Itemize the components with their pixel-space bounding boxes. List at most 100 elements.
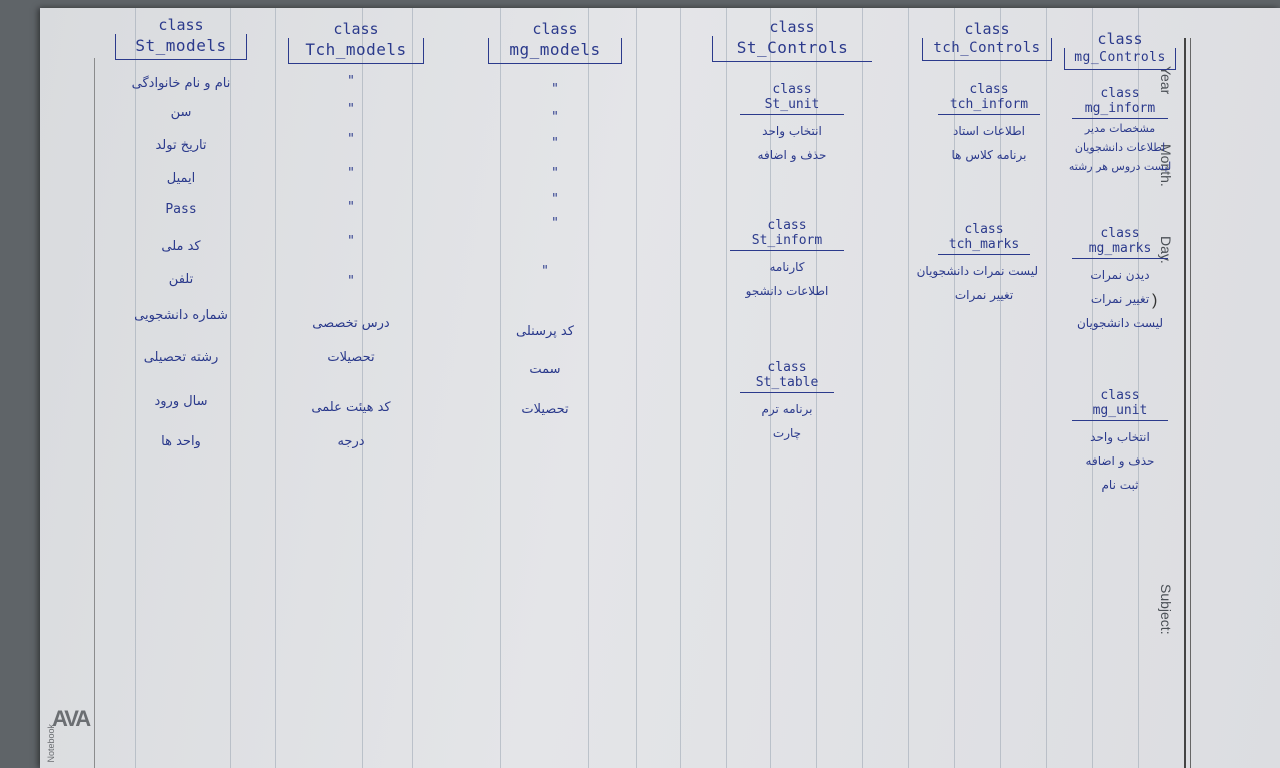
class-keyword: class xyxy=(769,18,815,36)
ruled-line xyxy=(412,8,413,768)
ruled-line xyxy=(230,8,231,768)
margin-line xyxy=(94,58,95,768)
method-list: مشخصات مدیر اطلاعات دانشجویان لیست دروس … xyxy=(1064,119,1176,176)
attribute-item: کد پرسنلی xyxy=(516,324,574,339)
column-tch-controls: class tch_Controls class tch_inform اطلا… xyxy=(917,20,1052,340)
subclass-mg-unit: class mg_unit انتخاب واحد حذف و اضافه ثب… xyxy=(1064,388,1176,497)
attribute-item: سن xyxy=(170,105,192,120)
ruled-line xyxy=(1000,8,1001,768)
column-mg-models: class mg_models " " " " " " " کد پرسنلی … xyxy=(488,20,622,440)
class-keyword: class xyxy=(333,20,379,38)
class-name-box: mg_Controls xyxy=(1064,48,1176,70)
class-name-box: St_Controls xyxy=(712,36,872,62)
subclass-name: St_inform xyxy=(730,233,844,251)
ditto-mark: " xyxy=(348,274,354,289)
ruled-line xyxy=(636,8,637,768)
subclass-name: mg_marks xyxy=(1072,241,1168,259)
ruled-line xyxy=(362,8,363,768)
method-list: انتخاب واحد حذف و اضافه ثبت نام xyxy=(1064,425,1176,497)
method-item: مشخصات مدیر xyxy=(1084,122,1156,135)
ditto-mark: " xyxy=(552,110,558,125)
day-bracket: ) xyxy=(1152,292,1158,309)
class-name-box: mg_models xyxy=(488,38,622,64)
method-item: ثبت نام xyxy=(1101,478,1139,492)
attribute-item: سمت xyxy=(529,362,561,377)
brand-logo-text: AVA xyxy=(52,706,91,731)
attribute-item: شماره دانشجویی xyxy=(134,308,228,323)
attribute-item: نام و نام خانوادگی xyxy=(131,76,231,91)
month-label: Month. xyxy=(1158,144,1174,187)
attribute-item: کد هیئت علمی xyxy=(311,400,391,415)
method-item: اطلاعات دانشجو xyxy=(745,284,829,298)
subclass-mg-inform: class mg_inform مشخصات مدیر اطلاعات دانش… xyxy=(1064,86,1176,176)
attribute-item: ایمیل xyxy=(166,171,196,186)
subclass-name: St_table xyxy=(740,375,834,393)
attribute-item: سال ورود xyxy=(154,394,208,409)
subclass-mg-marks: class mg_marks دیدن نمرات تغییر نمرات لی… xyxy=(1064,226,1176,335)
class-name-box: tch_Controls xyxy=(922,38,1052,61)
class-keyword: class xyxy=(1100,226,1140,241)
class-name-box: Tch_models xyxy=(288,38,424,64)
ditto-mark: " xyxy=(552,166,558,181)
class-name-box: St_models xyxy=(115,34,247,60)
class-keyword: class xyxy=(767,218,807,233)
method-item: انتخاب واحد xyxy=(1090,430,1150,444)
subclass-tch-marks: class tch_marks لیست نمرات دانشجویان تغی… xyxy=(917,222,1038,307)
method-item: چارت xyxy=(772,426,802,440)
subclass-name: mg_unit xyxy=(1072,403,1168,421)
column-st-models: class St_models نام و نام خانوادگی سن تا… xyxy=(115,16,247,456)
method-item: برنامه ترم xyxy=(761,402,813,416)
ruled-line xyxy=(500,8,501,768)
column-tch-models: class Tch_models " " " " " " " درس تخصصی… xyxy=(288,20,424,460)
class-keyword: class xyxy=(1097,30,1143,48)
ditto-mark: " xyxy=(552,216,558,231)
method-item: حذف و اضافه xyxy=(1085,454,1155,468)
ditto-mark: " xyxy=(348,234,354,249)
ruled-line xyxy=(1046,8,1047,768)
notebook-page xyxy=(40,8,1280,768)
day-label: Day. xyxy=(1158,236,1174,264)
ditto-mark: " xyxy=(348,166,354,181)
subclass-tch-inform: class tch_inform اطلاعات استاد برنامه کل… xyxy=(930,82,1048,167)
method-item: انتخاب واحد xyxy=(762,124,822,138)
subclass-name: St_unit xyxy=(740,97,844,115)
attribute-item: تحصیلات xyxy=(327,350,375,365)
method-item: اطلاعات دانشجویان xyxy=(1074,141,1166,154)
attribute-item: تاریخ تولد xyxy=(155,138,207,153)
ruled-line xyxy=(954,8,955,768)
attribute-item: واحد ها xyxy=(161,434,201,449)
class-keyword: class xyxy=(532,20,578,38)
method-list: اطلاعات استاد برنامه کلاس ها xyxy=(930,119,1048,167)
method-item: لیست دانشجویان xyxy=(1076,316,1164,330)
brand-logo: AVA Notebook xyxy=(46,706,91,763)
brand-subtext: Notebook xyxy=(46,724,56,763)
ditto-mark: " xyxy=(348,200,354,215)
method-list: کارنامه اطلاعات دانشجو xyxy=(722,255,852,303)
class-keyword: class xyxy=(964,222,1004,237)
year-label: Year xyxy=(1158,66,1174,95)
column-mg-controls: class mg_Controls class mg_inform مشخصات… xyxy=(1064,30,1176,540)
class-keyword: class xyxy=(767,360,807,375)
attribute-item: تحصیلات xyxy=(521,402,569,417)
method-list: لیست نمرات دانشجویان تغییر نمرات xyxy=(917,259,1038,307)
ditto-mark: " xyxy=(542,264,548,279)
attribute-item: درجه xyxy=(337,434,365,449)
method-item: حذف و اضافه xyxy=(757,148,827,162)
method-item: برنامه کلاس ها xyxy=(951,148,1027,162)
attribute-item: Pass xyxy=(165,202,197,217)
header-rule xyxy=(1184,38,1186,768)
ruled-line xyxy=(726,8,727,768)
attribute-item: رشته تحصیلی xyxy=(143,350,219,365)
class-keyword: class xyxy=(964,20,1010,38)
class-keyword: class xyxy=(1100,86,1140,101)
ditto-mark: " xyxy=(348,74,354,89)
ruled-line xyxy=(135,8,136,768)
attribute-item: کد ملی xyxy=(161,239,201,254)
method-list: دیدن نمرات تغییر نمرات لیست دانشجویان xyxy=(1064,263,1176,335)
ruled-line xyxy=(680,8,681,768)
header-rule xyxy=(1190,38,1191,768)
ditto-mark: " xyxy=(552,192,558,207)
subject-label: Subject: xyxy=(1158,584,1174,635)
subclass-st-unit: class St_unit انتخاب واحد حذف و اضافه xyxy=(732,82,852,167)
class-keyword: class xyxy=(1100,388,1140,403)
